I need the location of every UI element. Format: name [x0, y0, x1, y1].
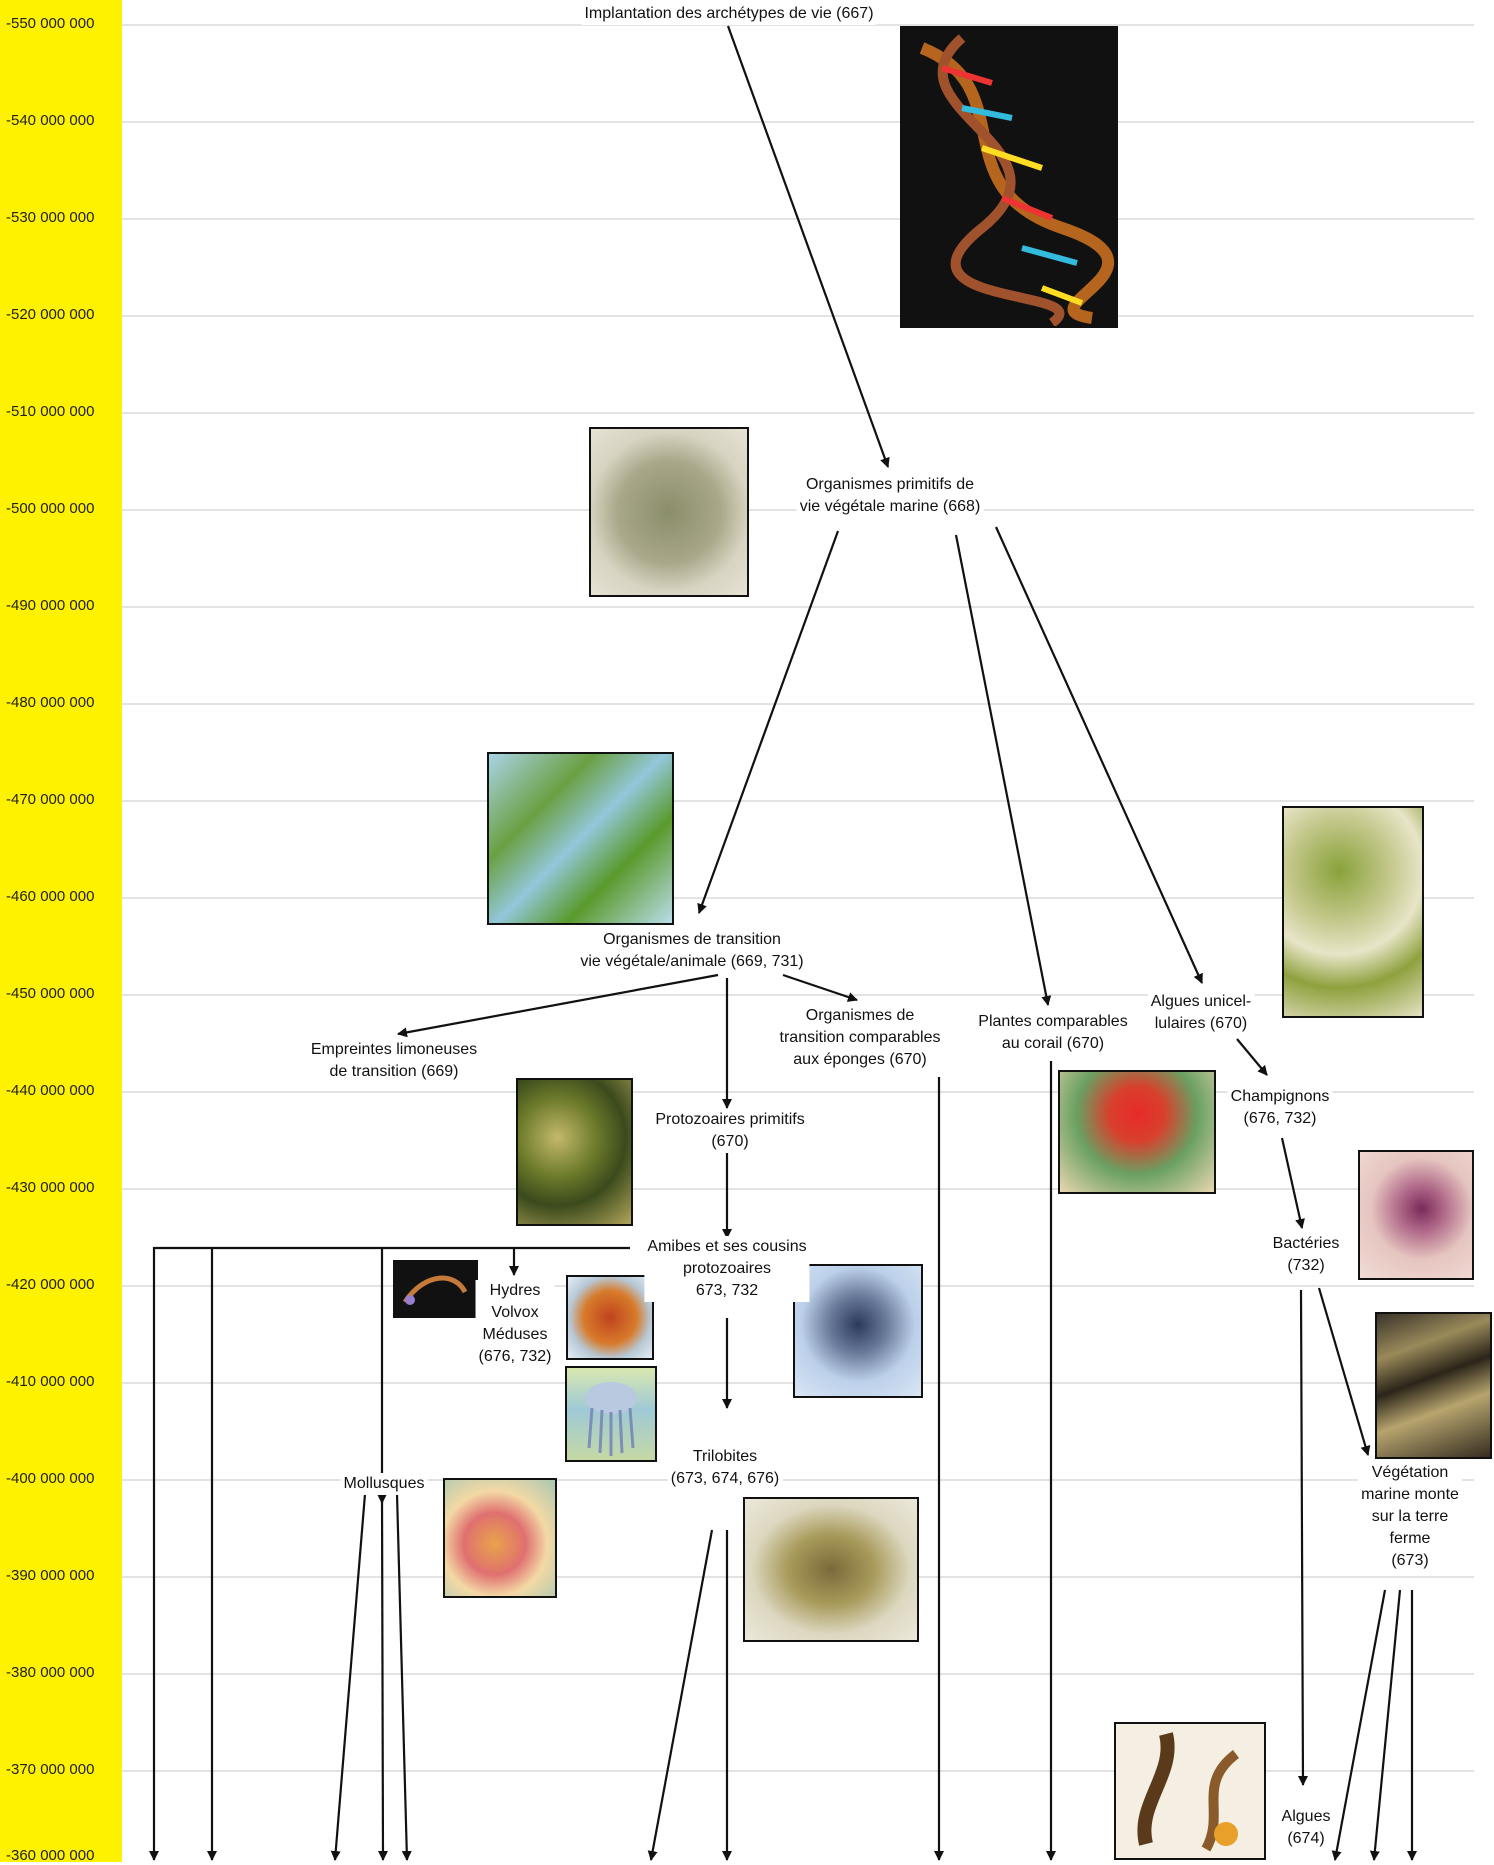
node-text: (673) [1361, 1550, 1459, 1572]
node-text: (670) [655, 1131, 804, 1153]
node-text: Algues [1282, 1806, 1331, 1828]
node-archetypes: Implantation des archétypes de vie (667) [581, 3, 876, 25]
node-text: Amibes et ses cousins [647, 1236, 806, 1258]
node-text: au corail (670) [978, 1033, 1127, 1055]
node-amoebas: Amibes et ses cousins protozoaires 673, … [644, 1236, 809, 1302]
arrow [1282, 1138, 1302, 1228]
node-text: Organismes de transition [580, 929, 803, 951]
arrow [1319, 1288, 1368, 1455]
arrow [728, 26, 888, 467]
node-trilobites: Trilobites (673, 674, 676) [668, 1446, 783, 1490]
arrow [335, 1494, 365, 1860]
node-text: vie végétale/animale (669, 731) [580, 951, 803, 973]
node-text: (674) [1282, 1828, 1331, 1850]
node-text: Organismes de [780, 1005, 941, 1027]
node-text: aux éponges (670) [780, 1049, 941, 1071]
arrow [651, 1530, 712, 1860]
node-text: vie végétale marine (668) [800, 496, 981, 518]
node-text: sur la terre [1361, 1506, 1459, 1528]
node-text: Trilobites [671, 1446, 780, 1468]
arrow [996, 527, 1202, 983]
node-text: lulaires (670) [1151, 1013, 1252, 1035]
arrow [956, 535, 1048, 1005]
node-text: Volvox [479, 1302, 552, 1324]
node-transition-organisms: Organismes de transition vie végétale/an… [577, 929, 806, 973]
node-bacteria: Bactéries (732) [1270, 1233, 1343, 1277]
arrow [1301, 1290, 1303, 1785]
node-text: (673, 674, 676) [671, 1468, 780, 1490]
node-text: de transition (669) [311, 1061, 477, 1083]
node-text: Empreintes limoneuses [311, 1039, 477, 1061]
node-algae: Algues (674) [1279, 1806, 1334, 1850]
node-text: (732) [1273, 1255, 1340, 1277]
node-text: Végétation [1361, 1462, 1459, 1484]
node-text: Organismes primitifs de [800, 474, 981, 496]
node-marine-vegetal-life: Organismes primitifs de vie végétale mar… [797, 474, 984, 518]
node-text: transition comparables [780, 1027, 941, 1049]
node-text: Bactéries [1273, 1233, 1340, 1255]
node-unicellular-algae: Algues unicel- lulaires (670) [1148, 991, 1255, 1035]
node-text: protozoaires [647, 1258, 806, 1280]
node-primitive-protozoa: Protozoaires primitifs (670) [652, 1109, 807, 1153]
node-silt-imprints: Empreintes limoneuses de transition (669… [308, 1039, 480, 1083]
node-text: ferme [1361, 1528, 1459, 1550]
node-land-vegetation: Végétation marine monte sur la terre fer… [1358, 1462, 1462, 1572]
arrow [397, 1494, 407, 1860]
node-text: (676, 732) [479, 1346, 552, 1368]
arrow [783, 975, 857, 1000]
node-molluscs: Mollusques [341, 1473, 428, 1495]
node-sponge-like: Organismes de transition comparables aux… [777, 1005, 944, 1071]
node-text: Hydres [479, 1280, 552, 1302]
node-text: Mollusques [344, 1475, 425, 1492]
arrow [398, 975, 718, 1034]
node-fungi: Champignons (676, 732) [1228, 1086, 1333, 1130]
arrow [382, 1494, 383, 1860]
node-text: Champignons [1231, 1086, 1330, 1108]
node-hydras: Hydres Volvox Méduses (676, 732) [476, 1280, 555, 1368]
arrow [1237, 1039, 1267, 1075]
node-text: Algues unicel- [1151, 991, 1252, 1013]
arrow [699, 531, 838, 913]
node-text: Plantes comparables [978, 1011, 1127, 1033]
node-text: Implantation des archétypes de vie (667) [584, 5, 873, 22]
node-coral-plants: Plantes comparables au corail (670) [975, 1011, 1130, 1055]
node-text: marine monte [1361, 1484, 1459, 1506]
node-text: (676, 732) [1231, 1108, 1330, 1130]
node-text: Protozoaires primitifs [655, 1109, 804, 1131]
node-text: 673, 732 [647, 1280, 806, 1302]
node-text: Méduses [479, 1324, 552, 1346]
